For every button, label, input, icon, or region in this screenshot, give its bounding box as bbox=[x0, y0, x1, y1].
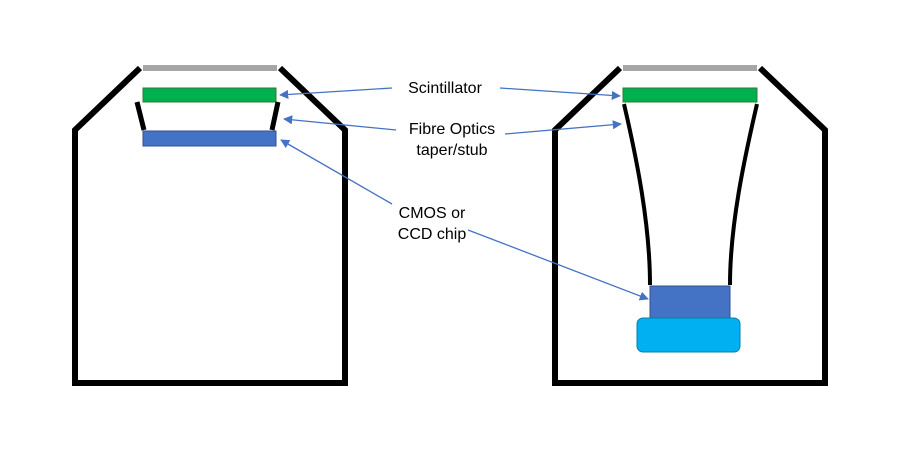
cmos-label-line1: CMOS or bbox=[399, 205, 466, 222]
left-housing bbox=[72, 65, 348, 386]
right-housing bbox=[552, 65, 828, 386]
right-fibre-taper-left-edge bbox=[622, 103, 652, 286]
annotation-arrows bbox=[279, 87, 649, 301]
arrow-fibre-right bbox=[504, 120, 622, 135]
left-fibre-stub-right-edge bbox=[269, 101, 281, 131]
left-sensor-chip bbox=[142, 130, 277, 147]
left-fibre-stub-left-edge bbox=[134, 101, 147, 131]
right-fibre-taper-right-edge bbox=[728, 103, 759, 286]
cmos-label-line2: CCD chip bbox=[398, 226, 467, 243]
arrow-chip-right bbox=[467, 229, 649, 301]
right-detector bbox=[552, 65, 828, 386]
arrow-scintillator-right bbox=[499, 87, 621, 100]
arrow-scintillator-left bbox=[279, 87, 393, 100]
fibre-optics-label-line1: Fibre Optics bbox=[409, 121, 495, 138]
left-scintillator bbox=[142, 87, 277, 103]
right-scintillator bbox=[622, 87, 758, 103]
left-detector bbox=[72, 65, 348, 386]
arrow-chip-left bbox=[280, 139, 393, 205]
arrow-fibre-left bbox=[283, 115, 397, 131]
scintillator-label: Scintillator bbox=[408, 80, 482, 97]
fibre-optics-label-line2: taper/stub bbox=[416, 142, 487, 159]
right-camera-base bbox=[636, 317, 741, 353]
right-sensor-chip bbox=[649, 285, 731, 319]
